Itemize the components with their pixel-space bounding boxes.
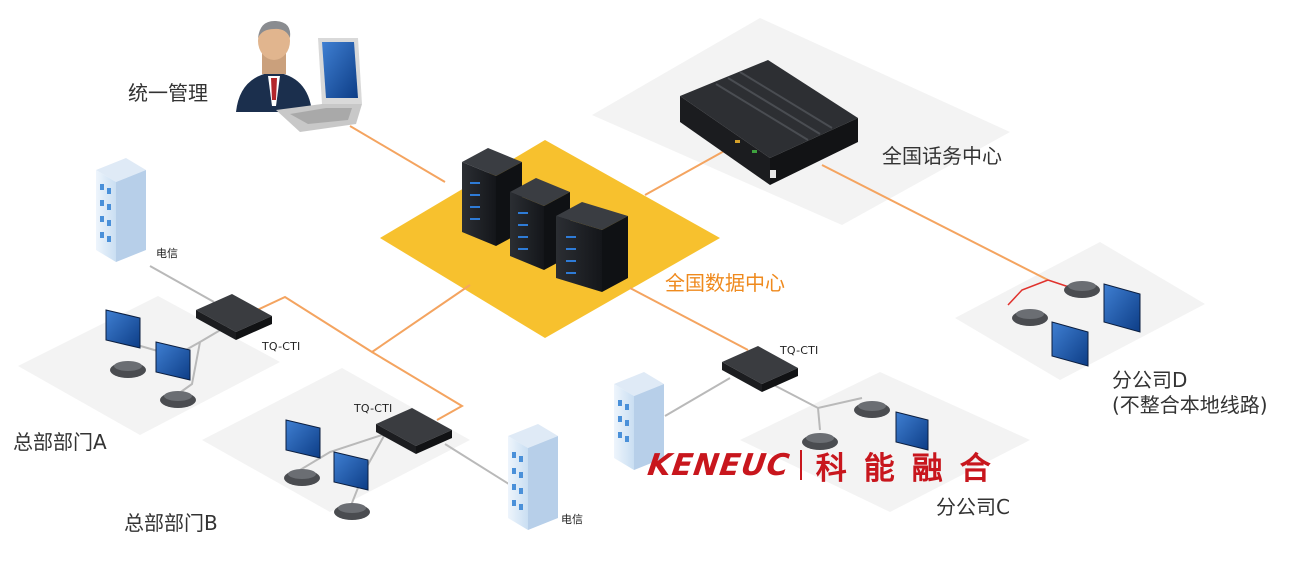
label-tq-cti-left: TQ-CTI (262, 340, 301, 353)
zone-branch-d (955, 242, 1205, 380)
zone-hq-dept-a (18, 296, 280, 435)
monitor-icons (105, 283, 1141, 491)
telecom-building-icon-right (614, 372, 664, 470)
monitor-icon (285, 419, 321, 459)
tq-cti-device-icon-right (722, 346, 798, 392)
monitor-icon (1103, 283, 1141, 333)
tq-cti-device-icon-left (196, 294, 272, 340)
link-datacenter-callcenter (644, 144, 736, 196)
label-telecom-bottom: 电信 (561, 513, 583, 526)
link-hq-b (371, 351, 464, 421)
phone-icon (854, 401, 890, 418)
label-national-call-center: 全国话务中心 (882, 144, 1002, 168)
label-telecom-left: 电信 (156, 247, 178, 260)
monitor-icon (1051, 321, 1089, 367)
label-hq-dept-b: 总部部门B (124, 511, 218, 535)
phone-icon (110, 361, 146, 378)
brand-name-cn: 科能融合 (815, 450, 1008, 487)
phone-icons (110, 281, 1100, 520)
label-national-data-center: 全国数据中心 (665, 271, 785, 295)
call-center-server-icon (680, 60, 858, 185)
label-hq-dept-a: 总部部门A (13, 430, 107, 454)
person-icon (236, 20, 312, 112)
link-datacenter-branch-c (629, 287, 749, 351)
label-branch-d: 分公司D (不整合本地线路) (1112, 368, 1268, 418)
phone-icon (1012, 309, 1048, 326)
link-branch-d-phones (1007, 279, 1049, 306)
label-branch-d-line2: (不整合本地线路) (1112, 393, 1268, 417)
label-unified-management: 统一管理 (128, 81, 208, 105)
link-management-datacenter (349, 125, 446, 183)
phone-icon (160, 391, 196, 408)
link-datacenter-hq (252, 284, 471, 354)
brand-watermark: KENEUC 科能融合 (645, 447, 1008, 487)
link-callcenter-branch-d (821, 164, 1049, 281)
phone-icon (802, 433, 838, 450)
link-lines (252, 125, 1049, 421)
monitor-icon (333, 451, 369, 491)
telecom-building-icon-bottom (508, 424, 558, 530)
telecom-building-icon-left (96, 158, 146, 262)
laptop-icon (276, 38, 362, 132)
label-branch-c: 分公司C (936, 495, 1010, 519)
brand-divider (799, 450, 802, 480)
monitor-icon (895, 411, 929, 451)
brand-logo-text: KENEUC (645, 447, 793, 483)
server-rack-icon-3 (556, 202, 628, 292)
phone-icon (334, 503, 370, 520)
tq-cti-device-icon-middle (376, 408, 452, 454)
label-branch-d-line1: 分公司D (1112, 368, 1188, 392)
monitor-icon (155, 341, 191, 381)
phone-icon (1064, 281, 1100, 298)
zone-hq-dept-b (202, 368, 470, 512)
server-rack-icon-1 (462, 148, 522, 246)
label-tq-cti-right: TQ-CTI (780, 344, 819, 357)
phone-icon (284, 469, 320, 486)
label-tq-cti-middle: TQ-CTI (354, 402, 393, 415)
zone-branch-c (740, 372, 1030, 512)
monitor-icon (105, 309, 141, 349)
